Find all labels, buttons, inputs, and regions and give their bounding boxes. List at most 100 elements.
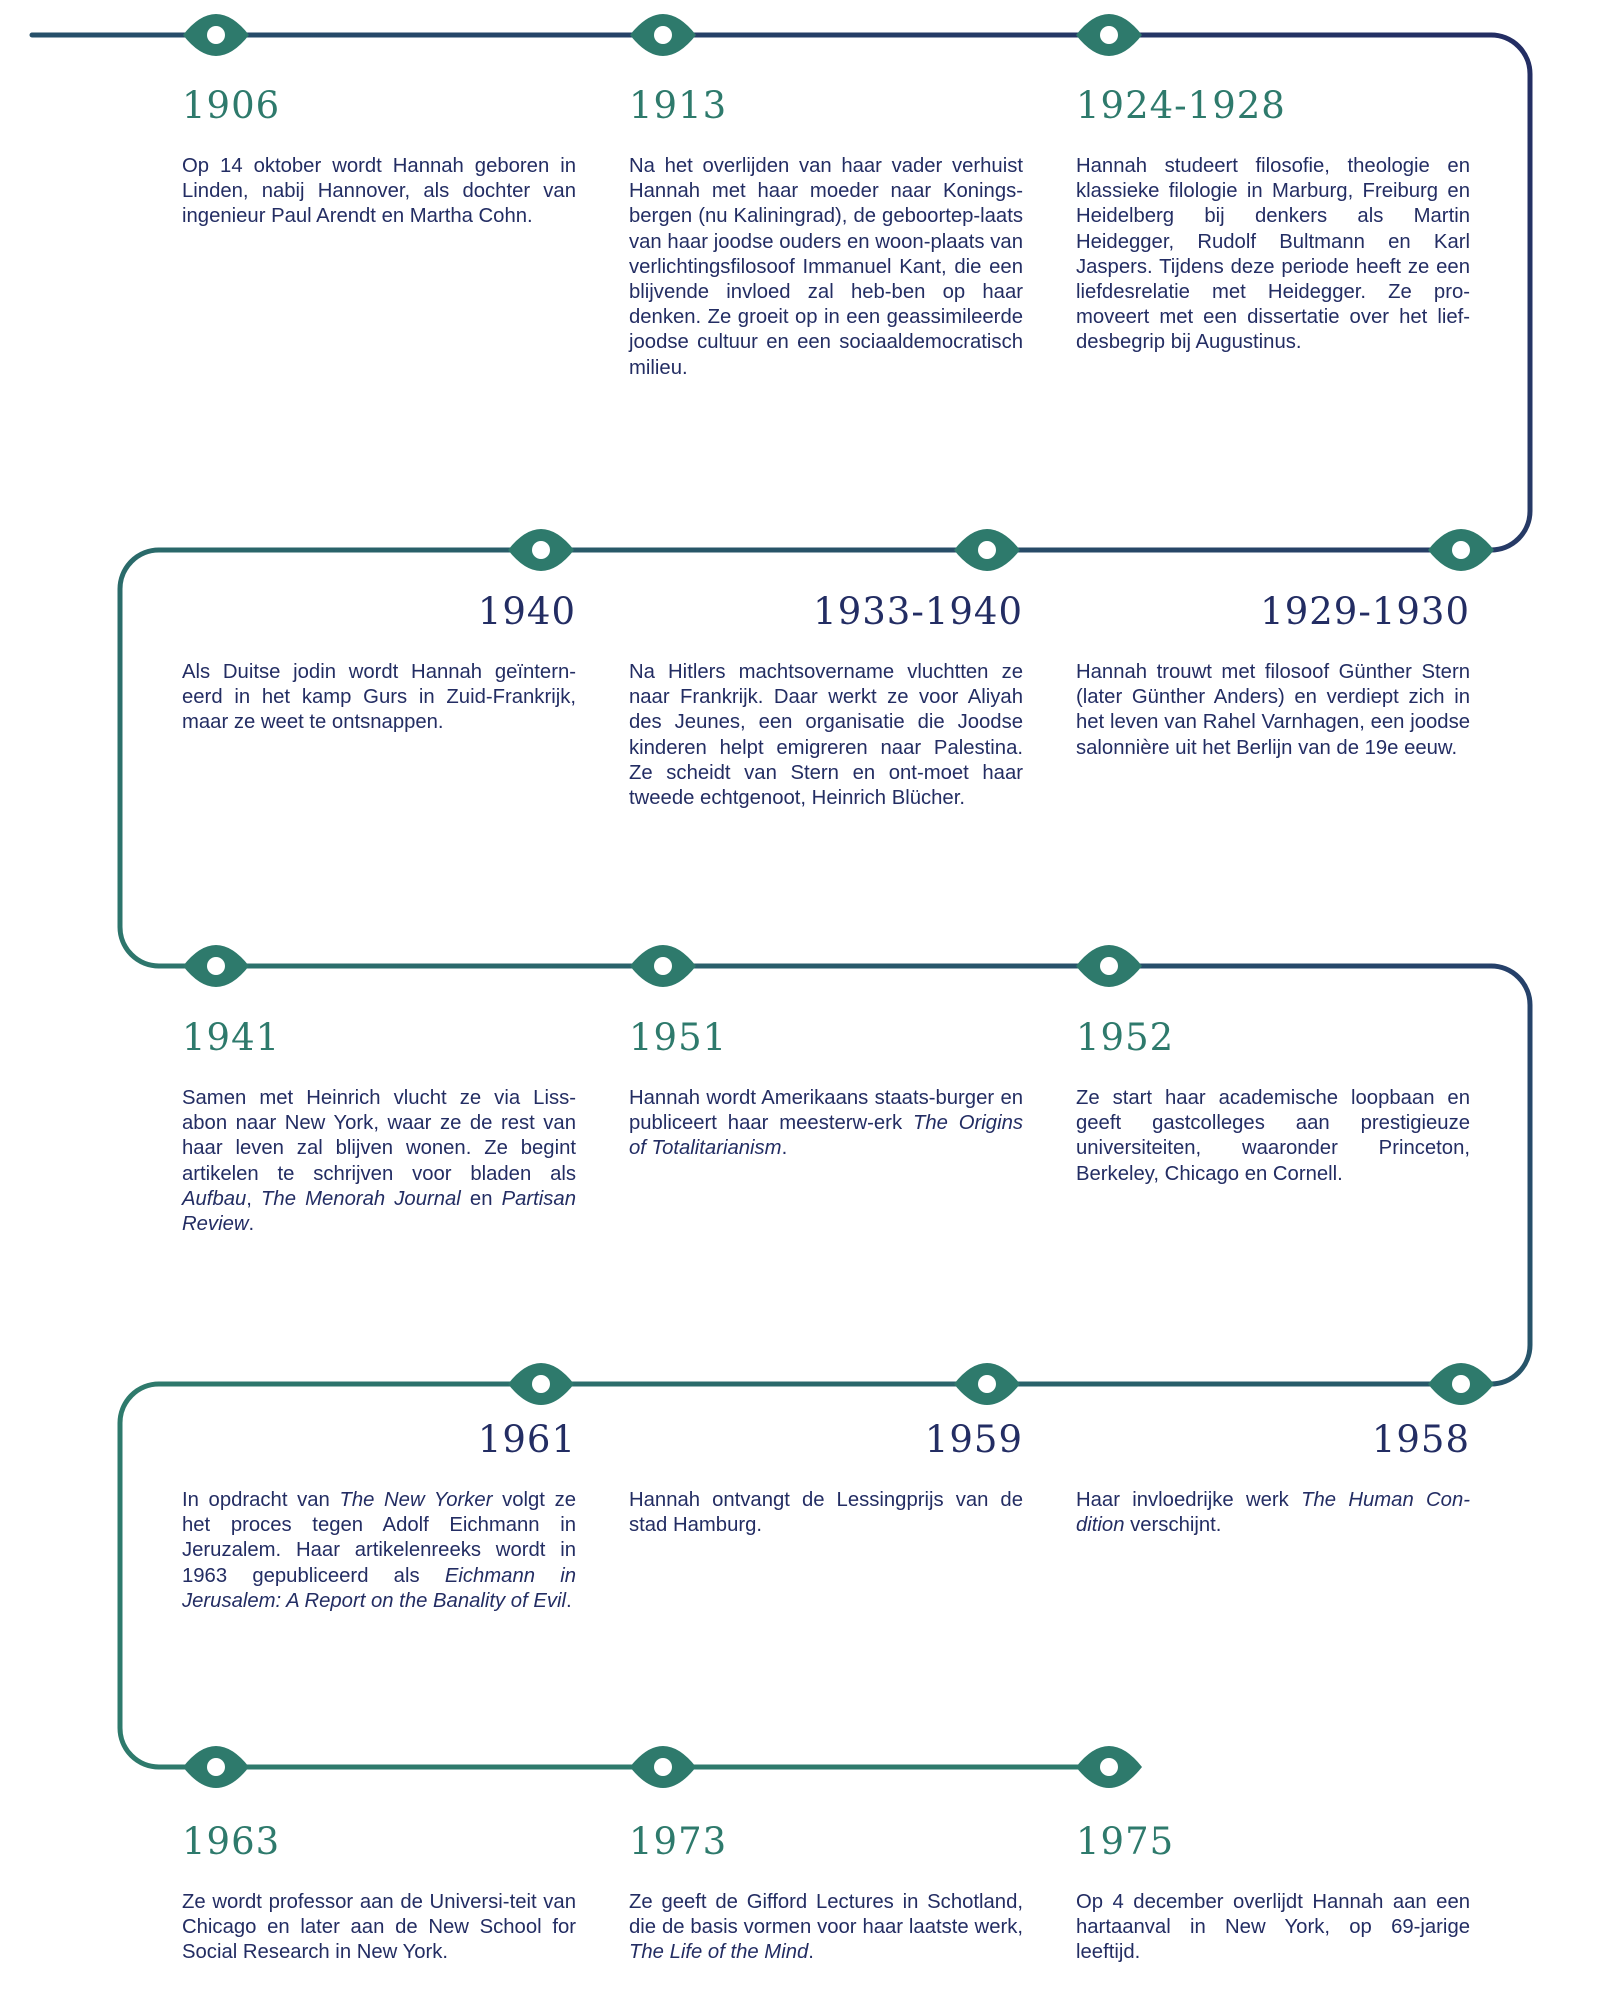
event-description-text: .	[808, 1941, 814, 1964]
event-description-text: Hannah trouwt met filosoof Günther Stern…	[1076, 661, 1470, 759]
timeline-marker-1906	[183, 14, 249, 56]
timeline-event-1975: 1975 Op 4 december overlijdt Hannah aan e…	[1076, 1820, 1470, 1966]
event-description: Na het overlijden van haar vader verhuis…	[629, 154, 1023, 381]
event-year: 1975	[1076, 1820, 1175, 1863]
timeline-event-1961: 1961 In opdracht van The New Yorker volgt…	[182, 1418, 576, 1614]
timeline-marker-1933-1940	[954, 529, 1020, 571]
event-description-text: Op 4 december overlijdt Hannah aan een h…	[1076, 1891, 1470, 1964]
event-description: Op 4 december overlijdt Hannah aan een h…	[1076, 1890, 1470, 1966]
event-year: 1913	[629, 84, 728, 127]
event-year: 1941	[182, 1016, 281, 1059]
event-year: 1951	[629, 1016, 728, 1059]
event-year: 1924-1928	[1076, 84, 1286, 127]
timeline-marker-1963	[183, 1746, 249, 1788]
event-description: In opdracht van The New Yorker volgt ze …	[182, 1488, 576, 1614]
event-description-text: Hannah studeert filosofie, theologie en …	[1076, 155, 1470, 354]
marker-dot	[654, 26, 672, 44]
timeline-marker-1973	[630, 1746, 696, 1788]
timeline-event-1952: 1952 Ze start haar academische loopbaan e…	[1076, 1016, 1470, 1187]
event-description-text: Na Hitlers machtsovername vluchtten ze n…	[629, 661, 1023, 810]
event-description: Hannah wordt Amerikaans staats-burger en…	[629, 1086, 1023, 1162]
event-description-text: Haar invloedrijke werk	[1076, 1489, 1302, 1511]
timeline-event-1906: 1906 Op 14 oktober wordt Hannah geboren i…	[182, 84, 576, 230]
event-description-title: The Origins of Totalitarianism	[629, 1112, 1023, 1160]
event-description-title: Partisan Review	[182, 1187, 576, 1236]
timeline-marker-1951	[630, 945, 696, 987]
event-year: 1963	[182, 1820, 281, 1863]
event-description: Hannah trouwt met filosoof Günther Stern…	[1076, 660, 1470, 761]
event-description-text: volgt ze het proces tegen Adolf Eichmann…	[182, 1489, 576, 1587]
timeline-marker-1924-1928	[1076, 14, 1142, 56]
event-year: 1959	[924, 1418, 1023, 1461]
event-description-text: .	[566, 1589, 572, 1612]
marker-dot	[978, 1375, 996, 1393]
event-description: Haar invloedrijke werk The Human Con-dit…	[1076, 1488, 1470, 1538]
event-description-title: The Life of the Mind	[629, 1941, 809, 1964]
marker-dot	[532, 1375, 550, 1393]
marker-dot	[978, 541, 996, 559]
event-description-title: The Menorah Journal	[261, 1187, 461, 1210]
event-description-text: Samen met Heinrich vlucht ze via Liss-ab…	[182, 1087, 576, 1185]
event-description: Samen met Heinrich vlucht ze via Liss-ab…	[182, 1086, 576, 1237]
timeline-event-1963: 1963 Ze wordt professor aan de Universi-t…	[182, 1820, 576, 1966]
timeline-event-1933-1940: 1933-1940 Na Hitlers machtsovername vluch…	[629, 590, 1023, 811]
timeline-marker-1940	[508, 529, 574, 571]
timeline-marker-1941	[183, 945, 249, 987]
event-description-title: The Human Con-dition	[1076, 1489, 1470, 1537]
event-description: Ze wordt professor aan de Universi-teit …	[182, 1890, 576, 1966]
event-description-title: Aufbau	[182, 1187, 247, 1210]
timeline-marker-1975	[1076, 1746, 1142, 1788]
marker-dot	[1452, 541, 1470, 559]
timeline-event-1913: 1913 Na het overlijden van haar vader ver…	[629, 84, 1023, 381]
marker-dot	[1452, 1375, 1470, 1393]
event-description-text: In opdracht van	[182, 1489, 340, 1511]
timeline-turn-left-2	[117, 1381, 162, 1770]
event-description: Ze geeft de Gifford Lectures in Schotlan…	[629, 1890, 1023, 1966]
timeline-marker-1929-1930	[1428, 529, 1494, 571]
timeline-turn-right-1	[1488, 32, 1533, 553]
event-year: 1940	[477, 590, 576, 633]
event-description-text: .	[248, 1213, 255, 1236]
marker-dot	[654, 957, 672, 975]
event-description-text: verschijnt.	[1124, 1514, 1222, 1537]
marker-dot	[1100, 957, 1118, 975]
timeline-marker-1961	[508, 1363, 574, 1405]
timeline-marker-1952	[1076, 945, 1142, 987]
event-description-text: Hannah ontvangt de Lessingprijs van de s…	[629, 1489, 1023, 1537]
event-year: 1933-1940	[813, 590, 1023, 633]
event-description: Hannah studeert filosofie, theologie en …	[1076, 154, 1470, 356]
event-year: 1906	[182, 84, 281, 127]
event-description-text: Hannah wordt Amerikaans staats-burger en…	[629, 1087, 1023, 1135]
event-description: Ze start haar academische loopbaan en ge…	[1076, 1086, 1470, 1187]
marker-dot	[532, 541, 550, 559]
event-description-text: Ze wordt professor aan de Universi-teit …	[182, 1891, 576, 1964]
timeline-turn-left-1	[117, 547, 162, 969]
event-description-text: Ze geeft de Gifford Lectures in Schotlan…	[629, 1891, 1023, 1939]
timeline-marker-1913	[630, 14, 696, 56]
event-description-text: Ze start haar academische loopbaan en ge…	[1076, 1087, 1470, 1185]
event-description: Na Hitlers machtsovername vluchtten ze n…	[629, 660, 1023, 811]
timeline-marker-1959	[954, 1363, 1020, 1405]
event-description-text: Op 14 oktober wordt Hannah geboren in Li…	[182, 155, 576, 228]
event-description-text: ,	[246, 1187, 262, 1210]
event-description-text: en	[460, 1187, 502, 1210]
event-description: Als Duitse jodin wordt Hannah geïntern-e…	[182, 660, 576, 736]
marker-dot	[1100, 26, 1118, 44]
timeline-turn-right-2	[1488, 963, 1533, 1387]
timeline-marker-1958	[1428, 1363, 1494, 1405]
marker-dot	[654, 1758, 672, 1776]
event-description-title: The New Yorker	[339, 1489, 493, 1511]
event-year: 1958	[1371, 1418, 1470, 1461]
event-year: 1952	[1076, 1016, 1175, 1059]
event-description: Hannah ontvangt de Lessingprijs van de s…	[629, 1488, 1023, 1538]
event-year: 1961	[477, 1418, 576, 1461]
event-description-title: Eichmann in Jerusalem: A Report on the B…	[182, 1564, 577, 1612]
event-year: 1929-1930	[1260, 590, 1470, 633]
marker-dot	[1100, 1758, 1118, 1776]
